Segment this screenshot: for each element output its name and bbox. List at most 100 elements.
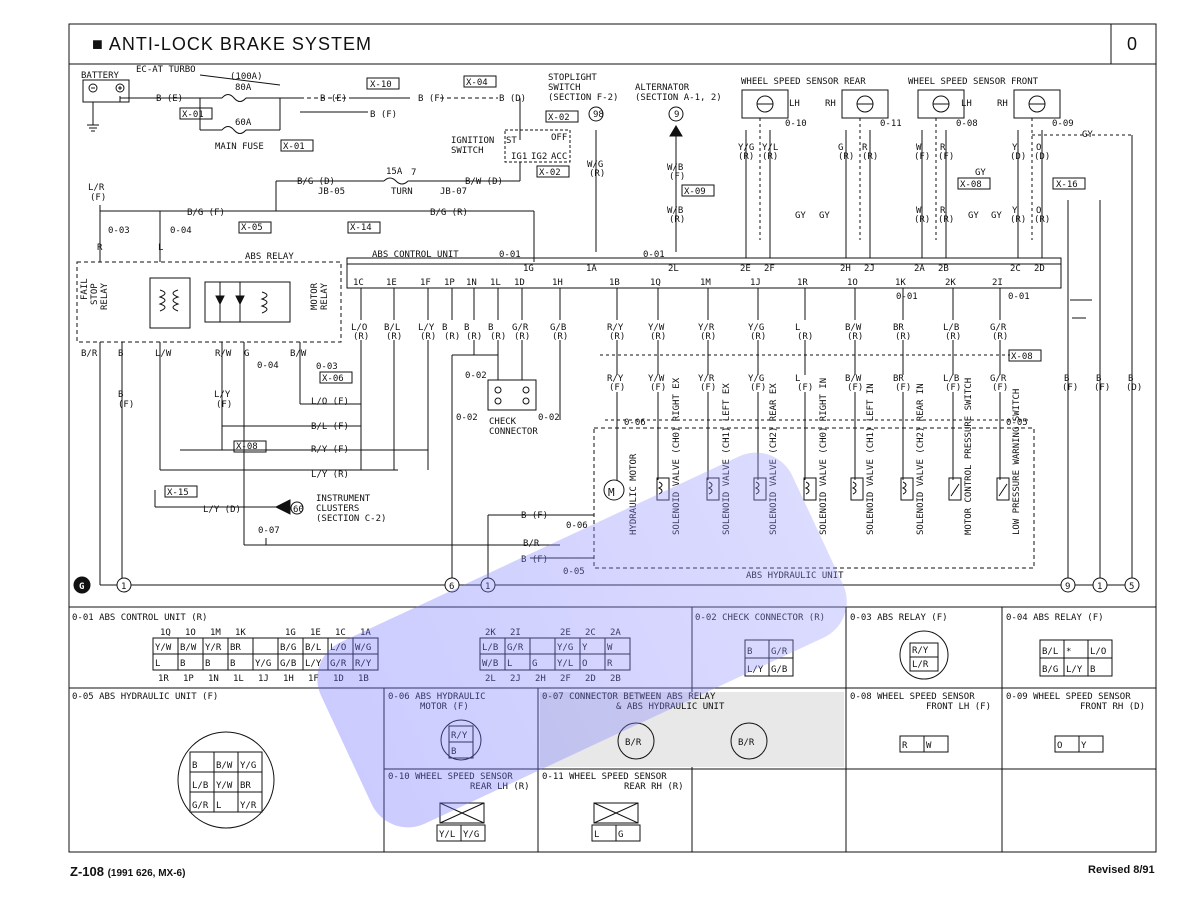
c01-cell-text: Y [582,643,588,653]
battery-label: BATTERY [81,71,120,81]
wire-b-f: B (F) [418,94,445,104]
c01-cell-text: Y/G [255,659,271,669]
wire-ly-r: L/Y (R) [311,470,349,480]
ground-wire-suffix: (D) [1126,383,1142,393]
cu-wire-suffix: (R) [420,332,436,342]
cu-wire-color: Y/G [748,323,764,333]
c11-cell-text: L [594,830,599,840]
wire-bg-f: B/G (F) [187,208,225,218]
jb07-label: JB-07 [440,187,467,197]
wire-lr-suffix: (F) [90,193,106,203]
pin-label: 1R [158,674,169,684]
wire-bw-d: B/W (D) [465,177,503,187]
cu-wire-suffix: (R) [386,332,402,342]
hydraulic-component-label: MOTOR CONTROL PRESSURE SWITCH [964,378,974,535]
x16-ref: X-16 [1056,180,1078,190]
c03-cell [909,656,939,672]
c11-cell-text: G [618,830,623,840]
c01-cell-text: Y/G [557,643,573,653]
conn-0-01b: 0-01 [643,250,665,260]
cu-wire-suffix: (R) [700,332,716,342]
pin-label: 2C [585,628,596,638]
abs-relay-box [76,261,342,343]
c01-cell-text: B/L [305,643,321,653]
c01-cell-text: B [205,659,210,669]
conn-10-title: 0-10 WHEEL SPEED SENSOR [388,772,513,782]
pin-label: 1C [335,628,346,638]
cu-pin: 1C [353,278,364,288]
cu-wire-suffix: (R) [945,332,961,342]
c02-cell-text: L/Y [747,665,764,675]
cu-wire-suffix: (R) [650,332,666,342]
sensor-wire: Y [1012,143,1018,153]
pin-label: 1E [310,628,321,638]
relay-wire-rw: R/W [215,349,232,359]
c01-cell-text: B/W [180,643,197,653]
cu-wire-suffix: (R) [992,332,1008,342]
cu-pin: 1K [895,278,906,288]
cu-wire-color: B [442,323,447,333]
ground-ref-circle [116,577,132,593]
pin-label: 1Q [160,628,171,638]
x01-ref-b: X-01 [182,110,204,120]
conn-0-05: 0-05 [1006,418,1028,428]
wire-hyd-br: B/R [523,539,540,549]
c05-cell-text: L [216,801,221,811]
relay-wire-br: B/R [81,349,98,359]
x01-ref: X-01 [283,142,305,152]
wire-gy4: GY [819,211,830,221]
cu-wire-suffix: (R) [895,332,911,342]
c07-cell: B/R [625,738,642,748]
wire-hyd-bf2: B (F) [521,555,548,565]
c01-cell-text: Y/R [205,643,222,653]
hyd-wire-suffix: (F) [650,383,666,393]
c04-cell-text: L/Y [1066,665,1083,675]
c08-cell [923,735,949,753]
c08-cell-text: R [902,741,908,751]
x15-ref: X-15 [167,488,189,498]
cu-top-pin: 2H [840,264,851,274]
c01-cell-text: R/Y [355,659,372,669]
pin-label: 1D [333,674,344,684]
c10-cell-text: Y/G [463,830,479,840]
conn-08-title: 0-08 WHEEL SPEED SENSOR [850,692,975,702]
wire-wg-suffix: (R) [589,169,605,179]
smudged-panel [540,692,844,767]
hyd-wire-color: B/W [845,374,862,384]
wire-gy3: GY [795,211,806,221]
cu-pin: 1R [797,278,808,288]
turn-label: TURN [391,187,413,197]
conn-08-title-2: FRONT LH (F) [926,702,991,712]
relay-wire-ly-suffix: (F) [216,400,232,410]
c10-cell-text: Y/L [439,830,455,840]
hydraulic-component-label: SOLENOID VALVE (CH1) LEFT EX [722,383,732,535]
ground-ref: 1 [1097,582,1102,592]
cu-wire-suffix: (R) [444,332,460,342]
conn-0-06: 0-06 [624,418,646,428]
page-code: Z-108 (1991 626, MX-6) [70,864,186,879]
cu-wire-color: G/R [512,323,529,333]
page-tab: 0 [1127,34,1138,54]
pin-label: 1H [283,674,294,684]
rear-lh-label: LH [789,99,800,109]
fuse-15a: 15A [386,167,403,177]
abs-hydraulic-unit [593,427,1035,569]
ground-wire: B [1128,374,1133,384]
cu-wire-color: L [795,323,800,333]
c01-cell-text: G/R [330,659,347,669]
cu-pin: 1B [609,278,620,288]
hyd-wire-color: G/R [990,374,1007,384]
conn-11-title: 0-11 WHEEL SPEED SENSOR [542,772,667,782]
ign-ig2: IG2 [531,152,547,162]
abs-relay-label: ABS RELAY [245,252,294,262]
ground-ref-circle [1092,577,1108,593]
ground-ref: 5 [1129,582,1134,592]
c04-cell-text: B/L [1042,647,1058,657]
fuse-15a-ref: 7 [411,168,416,178]
conn-0-06b: 0-06 [566,521,588,531]
ignition-switch [504,129,571,163]
c05-cell-text: B [192,761,197,771]
hyd-wire-suffix: (F) [847,383,863,393]
